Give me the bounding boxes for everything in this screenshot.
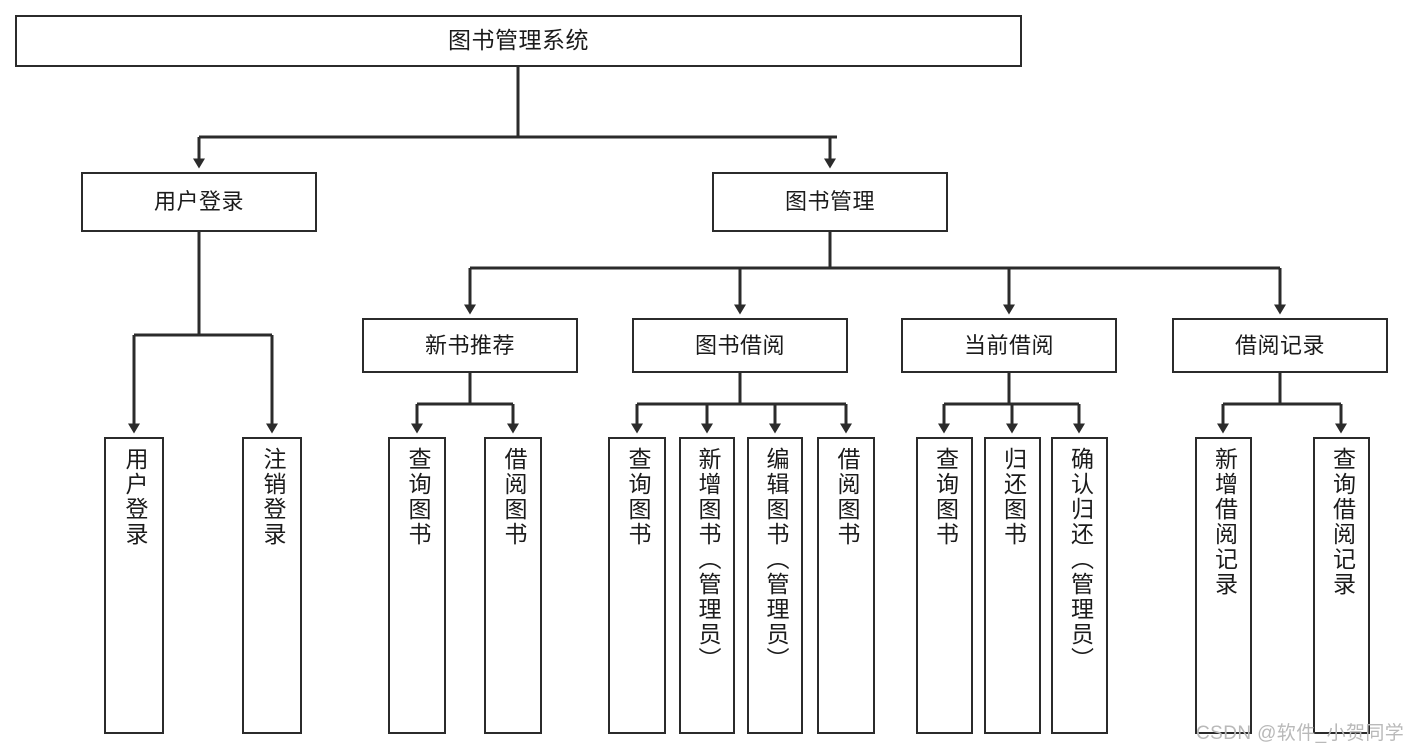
leaf-add-book[interactable]: 新增图书（管理员） bbox=[679, 437, 735, 734]
leaf-edit-book[interactable]: 编辑图书（管理员） bbox=[747, 437, 803, 734]
node-book-borrow-label: 图书借阅 bbox=[694, 332, 785, 358]
node-borrow-record-label: 借阅记录 bbox=[1234, 332, 1325, 358]
node-current-borrow[interactable]: 当前借阅 bbox=[901, 318, 1117, 373]
node-new-book-rec[interactable]: 新书推荐 bbox=[362, 318, 578, 373]
node-root[interactable]: 图书管理系统 bbox=[15, 15, 1022, 67]
leaf-query-book-2[interactable]: 查询图书 bbox=[608, 437, 666, 734]
node-borrow-record[interactable]: 借阅记录 bbox=[1172, 318, 1388, 373]
node-root-label: 图书管理系统 bbox=[448, 27, 589, 54]
leaf-confirm-return[interactable]: 确认归还（管理员） bbox=[1051, 437, 1108, 734]
leaf-query-record[interactable]: 查询借阅记录 bbox=[1313, 437, 1370, 734]
leaf-add-record[interactable]: 新增借阅记录 bbox=[1195, 437, 1252, 734]
node-book-manage[interactable]: 图书管理 bbox=[712, 172, 948, 232]
node-user-login-label: 用户登录 bbox=[153, 189, 244, 215]
node-book-borrow[interactable]: 图书借阅 bbox=[632, 318, 848, 373]
leaf-query-book-1-label: 查询图书 bbox=[404, 447, 431, 547]
leaf-user-login-label: 用户登录 bbox=[121, 447, 148, 547]
watermark-text: CSDN @软件_小贺同学 bbox=[1196, 723, 1405, 744]
leaf-user-logout-label: 注销登录 bbox=[259, 447, 286, 547]
node-book-manage-label: 图书管理 bbox=[784, 189, 875, 215]
leaf-query-book-3-label: 查询图书 bbox=[932, 447, 959, 547]
leaf-query-book-2-label: 查询图书 bbox=[624, 447, 651, 547]
leaf-query-record-label: 查询借阅记录 bbox=[1329, 447, 1356, 597]
leaf-add-book-label: 新增图书（管理员） bbox=[694, 447, 721, 672]
node-current-borrow-label: 当前借阅 bbox=[963, 332, 1054, 358]
leaf-borrow-book-2[interactable]: 借阅图书 bbox=[817, 437, 875, 734]
leaf-return-book-label: 归还图书 bbox=[1000, 447, 1027, 547]
leaf-borrow-book-1[interactable]: 借阅图书 bbox=[484, 437, 542, 734]
node-user-login[interactable]: 用户登录 bbox=[81, 172, 317, 232]
leaf-user-logout[interactable]: 注销登录 bbox=[242, 437, 302, 734]
leaf-add-record-label: 新增借阅记录 bbox=[1211, 447, 1238, 597]
leaf-user-login[interactable]: 用户登录 bbox=[104, 437, 164, 734]
leaf-confirm-return-label: 确认归还（管理员） bbox=[1067, 447, 1094, 672]
leaf-edit-book-label: 编辑图书（管理员） bbox=[762, 447, 789, 672]
node-new-book-rec-label: 新书推荐 bbox=[424, 332, 515, 358]
leaf-return-book[interactable]: 归还图书 bbox=[984, 437, 1041, 734]
leaf-borrow-book-2-label: 借阅图书 bbox=[833, 447, 860, 547]
leaf-borrow-book-1-label: 借阅图书 bbox=[500, 447, 527, 547]
leaf-query-book-1[interactable]: 查询图书 bbox=[388, 437, 446, 734]
leaf-query-book-3[interactable]: 查询图书 bbox=[916, 437, 973, 734]
